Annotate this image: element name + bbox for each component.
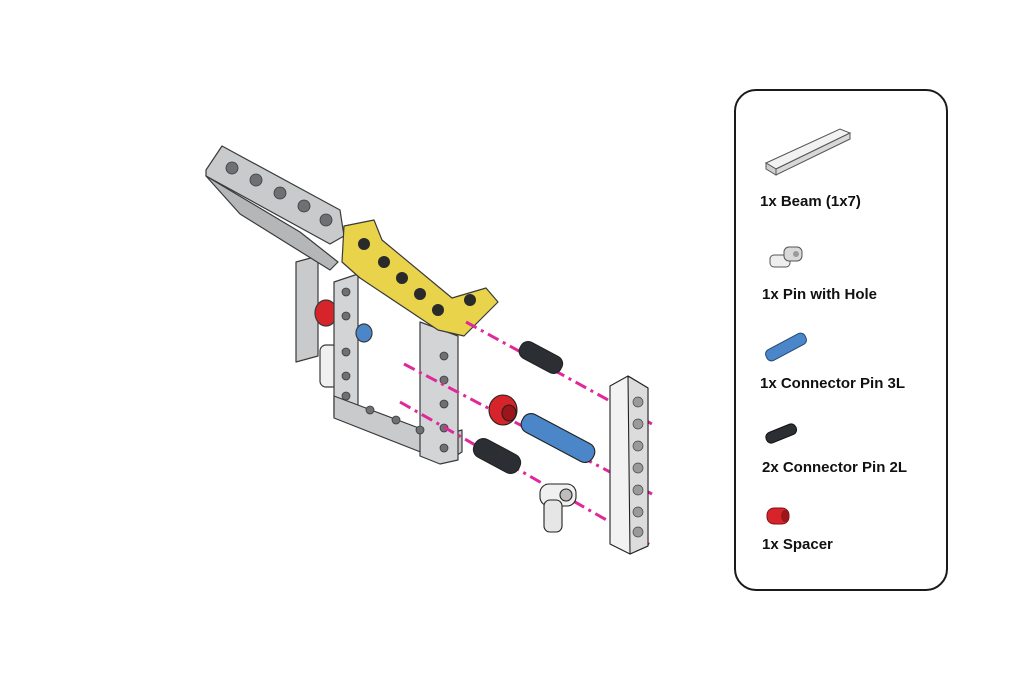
white-pin-with-hole [539,483,577,533]
gray-vertical-beam-right [419,321,459,465]
existing-assembly [205,145,499,465]
part-label-spacer: 1x Spacer [762,536,833,553]
black-connector-pin-2l-upper [518,340,564,374]
blue-connector-pin-3l-icon [765,332,807,362]
yellow-angled-beam [341,219,499,337]
part-label-pin-with-hole: 1x Pin with Hole [762,286,878,303]
new-parts [472,340,649,555]
red-spacer-icon [766,507,790,525]
part-label-connector-pin-2l: 2x Connector Pin 2L [762,459,908,476]
white-beam-holes [632,396,644,538]
blue-connector-pin-3l [520,413,596,463]
black-connector-pin-2l-icon [765,423,798,444]
gray-diagonal-beam-lower [205,175,339,271]
part-label-beam: 1x Beam (1x7) [760,193,861,210]
gray-vertical-beam-left [295,255,319,363]
beam-holes [225,161,449,453]
white-pin-with-hole-icon [769,246,803,268]
yellow-beam-holes [358,238,476,316]
blue-pin-mounted [355,323,373,343]
red-spacer [488,394,518,426]
part-label-connector-pin-3l: 1x Connector Pin 3L [760,375,906,392]
black-connector-pin-2l-lower [472,438,522,474]
parts-list-panel: 1x Beam (1x7) 1x Pin with Hole 1x Connec… [734,89,948,591]
white-beam-1x7-icon [764,128,852,176]
